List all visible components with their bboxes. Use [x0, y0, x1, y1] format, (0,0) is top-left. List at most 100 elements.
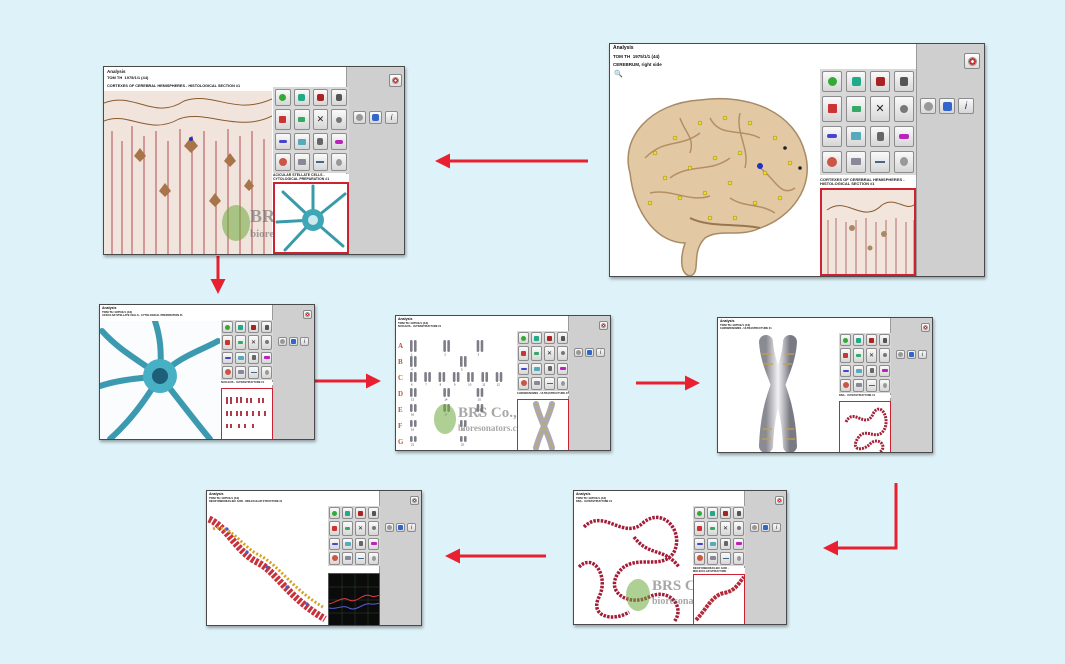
arrow-icon[interactable] [853, 348, 864, 363]
spectrum-graph[interactable] [328, 573, 380, 625]
film-icon[interactable] [235, 365, 246, 379]
close-icon[interactable]: ✕ [870, 96, 890, 122]
close-icon[interactable]: ✕ [544, 346, 555, 361]
eraser-icon[interactable] [879, 364, 890, 377]
magnet-icon[interactable] [853, 334, 864, 347]
arrow-icon[interactable] [531, 346, 542, 361]
power-button[interactable] [775, 496, 784, 505]
thumb-preview[interactable] [221, 388, 273, 439]
eraser-icon[interactable] [557, 362, 568, 375]
close-icon[interactable]: ✕ [355, 521, 366, 536]
info-icon[interactable]: i [407, 523, 416, 532]
image-icon[interactable] [707, 537, 718, 550]
plus-icon[interactable] [329, 507, 340, 520]
cluster-icon[interactable] [694, 551, 705, 565]
cluster-icon[interactable] [840, 378, 851, 392]
chart-icon[interactable] [222, 335, 233, 350]
hand-icon[interactable] [368, 507, 379, 520]
bell-icon[interactable] [879, 378, 890, 392]
chart-icon[interactable] [275, 109, 291, 130]
chart-icon[interactable] [822, 96, 842, 122]
flask-icon[interactable] [355, 537, 366, 550]
film-icon[interactable] [707, 551, 718, 565]
power-button[interactable] [921, 323, 930, 332]
gear-icon[interactable] [879, 348, 890, 363]
film-icon[interactable] [531, 376, 542, 390]
cluster-icon[interactable] [518, 376, 529, 390]
arrow-icon[interactable] [293, 109, 310, 130]
layers-icon[interactable] [585, 348, 594, 357]
info-icon[interactable]: i [385, 111, 398, 124]
hand-icon[interactable] [261, 321, 272, 334]
layers-icon[interactable] [939, 98, 955, 114]
cluster-icon[interactable] [822, 150, 842, 173]
power-button[interactable] [410, 496, 419, 505]
image-icon[interactable] [531, 362, 542, 375]
zoom-icon[interactable]: 🔍 [614, 70, 623, 78]
magnet-icon[interactable] [707, 507, 718, 520]
thumb-preview[interactable] [693, 574, 745, 624]
bell-icon[interactable] [894, 150, 914, 173]
eraser-icon[interactable] [368, 537, 379, 550]
wave-icon[interactable] [822, 125, 842, 147]
power-button[interactable] [389, 74, 402, 87]
hand-icon[interactable] [331, 89, 347, 106]
cluster-icon[interactable] [222, 365, 233, 379]
layers-icon[interactable] [907, 350, 916, 359]
plus-icon[interactable] [275, 89, 291, 106]
eraser-icon[interactable] [733, 537, 744, 550]
arrow-icon[interactable] [235, 335, 246, 350]
layers-icon[interactable] [396, 523, 405, 532]
cluster-icon[interactable] [275, 153, 291, 171]
film-icon[interactable] [293, 153, 310, 171]
thumb-preview[interactable] [517, 399, 569, 450]
wave-icon[interactable] [222, 351, 233, 364]
wave-icon[interactable] [329, 537, 340, 550]
magnet-icon[interactable] [293, 89, 310, 106]
eraser-icon[interactable] [331, 133, 347, 150]
flask-icon[interactable] [866, 364, 877, 377]
image-icon[interactable] [235, 351, 246, 364]
magnet-icon[interactable] [531, 332, 542, 345]
film-icon[interactable] [853, 378, 864, 392]
disk-icon[interactable] [278, 337, 287, 346]
layers-icon[interactable] [289, 337, 298, 346]
arrow-icon[interactable] [707, 521, 718, 536]
bell-icon[interactable] [261, 365, 272, 379]
power-button[interactable] [964, 53, 980, 69]
arrow-icon[interactable] [342, 521, 353, 536]
magnet-icon[interactable] [846, 71, 866, 93]
magnet-icon[interactable] [720, 507, 731, 520]
disk-icon[interactable] [920, 98, 936, 114]
cluster-icon[interactable] [329, 551, 340, 565]
flask-icon[interactable] [312, 133, 329, 150]
eraser-icon[interactable] [261, 351, 272, 364]
image-icon[interactable] [342, 537, 353, 550]
line-icon[interactable] [312, 153, 329, 171]
wave-icon[interactable] [694, 537, 705, 550]
wave-icon[interactable] [840, 364, 851, 377]
flask-icon[interactable] [544, 362, 555, 375]
line-icon[interactable] [866, 378, 877, 392]
magnet-icon[interactable] [248, 321, 259, 334]
magnet-icon[interactable] [870, 71, 890, 93]
disk-icon[interactable] [385, 523, 394, 532]
gear-icon[interactable] [733, 521, 744, 536]
disk-icon[interactable] [353, 111, 366, 124]
close-icon[interactable]: ✕ [720, 521, 731, 536]
disk-icon[interactable] [750, 523, 759, 532]
plus-icon[interactable] [840, 334, 851, 347]
gear-icon[interactable] [894, 96, 914, 122]
image-icon[interactable] [846, 125, 866, 147]
power-button[interactable] [303, 310, 312, 319]
image-icon[interactable] [293, 133, 310, 150]
close-icon[interactable]: ✕ [312, 109, 329, 130]
gear-icon[interactable] [261, 335, 272, 350]
line-icon[interactable] [355, 551, 366, 565]
layers-icon[interactable] [761, 523, 770, 532]
magnet-icon[interactable] [866, 334, 877, 347]
arrow-icon[interactable] [846, 96, 866, 122]
bell-icon[interactable] [331, 153, 347, 171]
film-icon[interactable] [342, 551, 353, 565]
disk-icon[interactable] [574, 348, 583, 357]
